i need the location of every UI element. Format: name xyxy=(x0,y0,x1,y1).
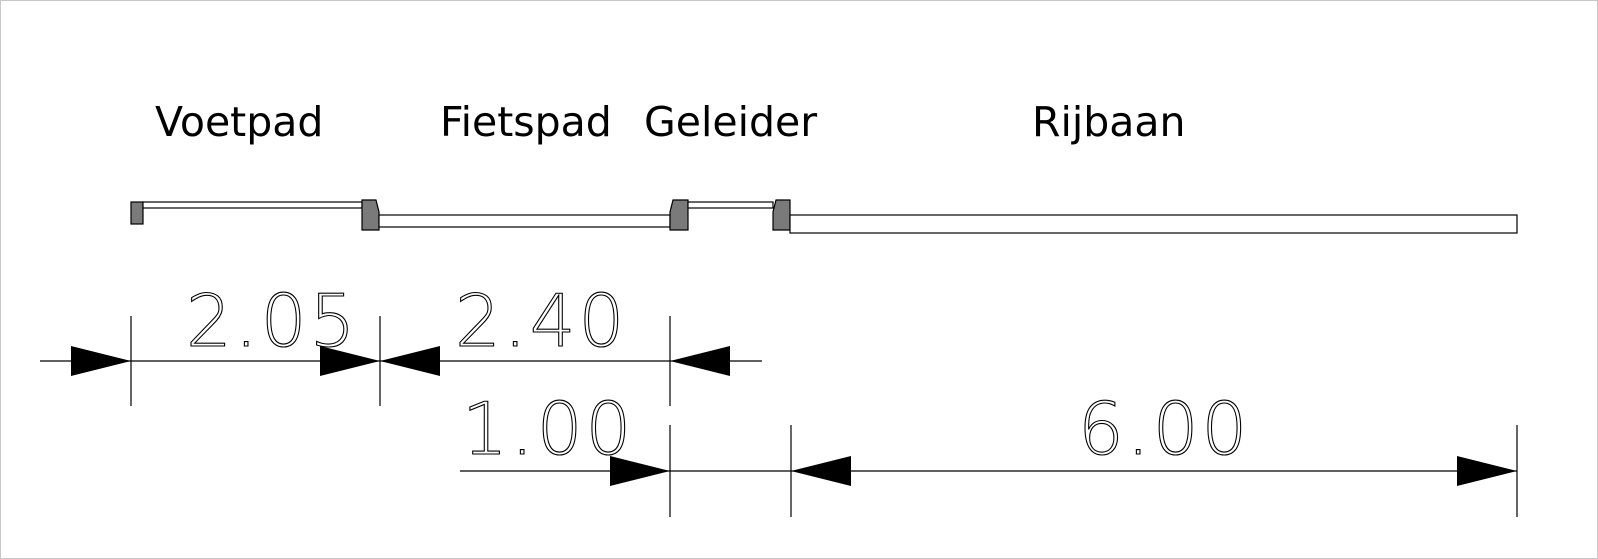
voetpad-surface xyxy=(142,201,363,209)
arrow-fietspad-left xyxy=(380,346,440,376)
arrow-voetpad-left xyxy=(71,346,131,376)
curb-voetpad-fietspad xyxy=(361,199,380,231)
arrow-fietspad-right xyxy=(670,346,730,376)
dimension-fietspad: 2.40 xyxy=(455,279,627,363)
geleider-surface xyxy=(687,201,774,209)
label-fietspad: Fietspad xyxy=(440,98,612,146)
dimension-rijbaan: 6.00 xyxy=(1078,387,1250,471)
edge-curb xyxy=(130,201,144,225)
arrow-geleider xyxy=(610,456,670,486)
label-voetpad: Voetpad xyxy=(155,98,323,146)
fietspad-surface xyxy=(378,214,671,228)
arrow-rijbaan-left xyxy=(791,456,851,486)
curb-geleider-rijbaan xyxy=(772,199,791,231)
arrow-rijbaan-right xyxy=(1457,456,1517,486)
label-geleider: Geleider xyxy=(644,98,817,146)
label-rijbaan: Rijbaan xyxy=(1032,98,1186,146)
dimension-row-1: 2.05 2.40 xyxy=(40,278,762,406)
dimension-voetpad: 2.05 xyxy=(186,279,358,363)
curb-fietspad-geleider xyxy=(669,199,689,231)
dimension-row-2: 1.00 6.00 xyxy=(460,386,1518,517)
rijbaan-surface xyxy=(789,214,1518,234)
dimension-geleider: 1.00 xyxy=(462,387,634,471)
arrow-voetpad-right xyxy=(320,346,380,376)
cross-section-profile xyxy=(130,199,1518,234)
